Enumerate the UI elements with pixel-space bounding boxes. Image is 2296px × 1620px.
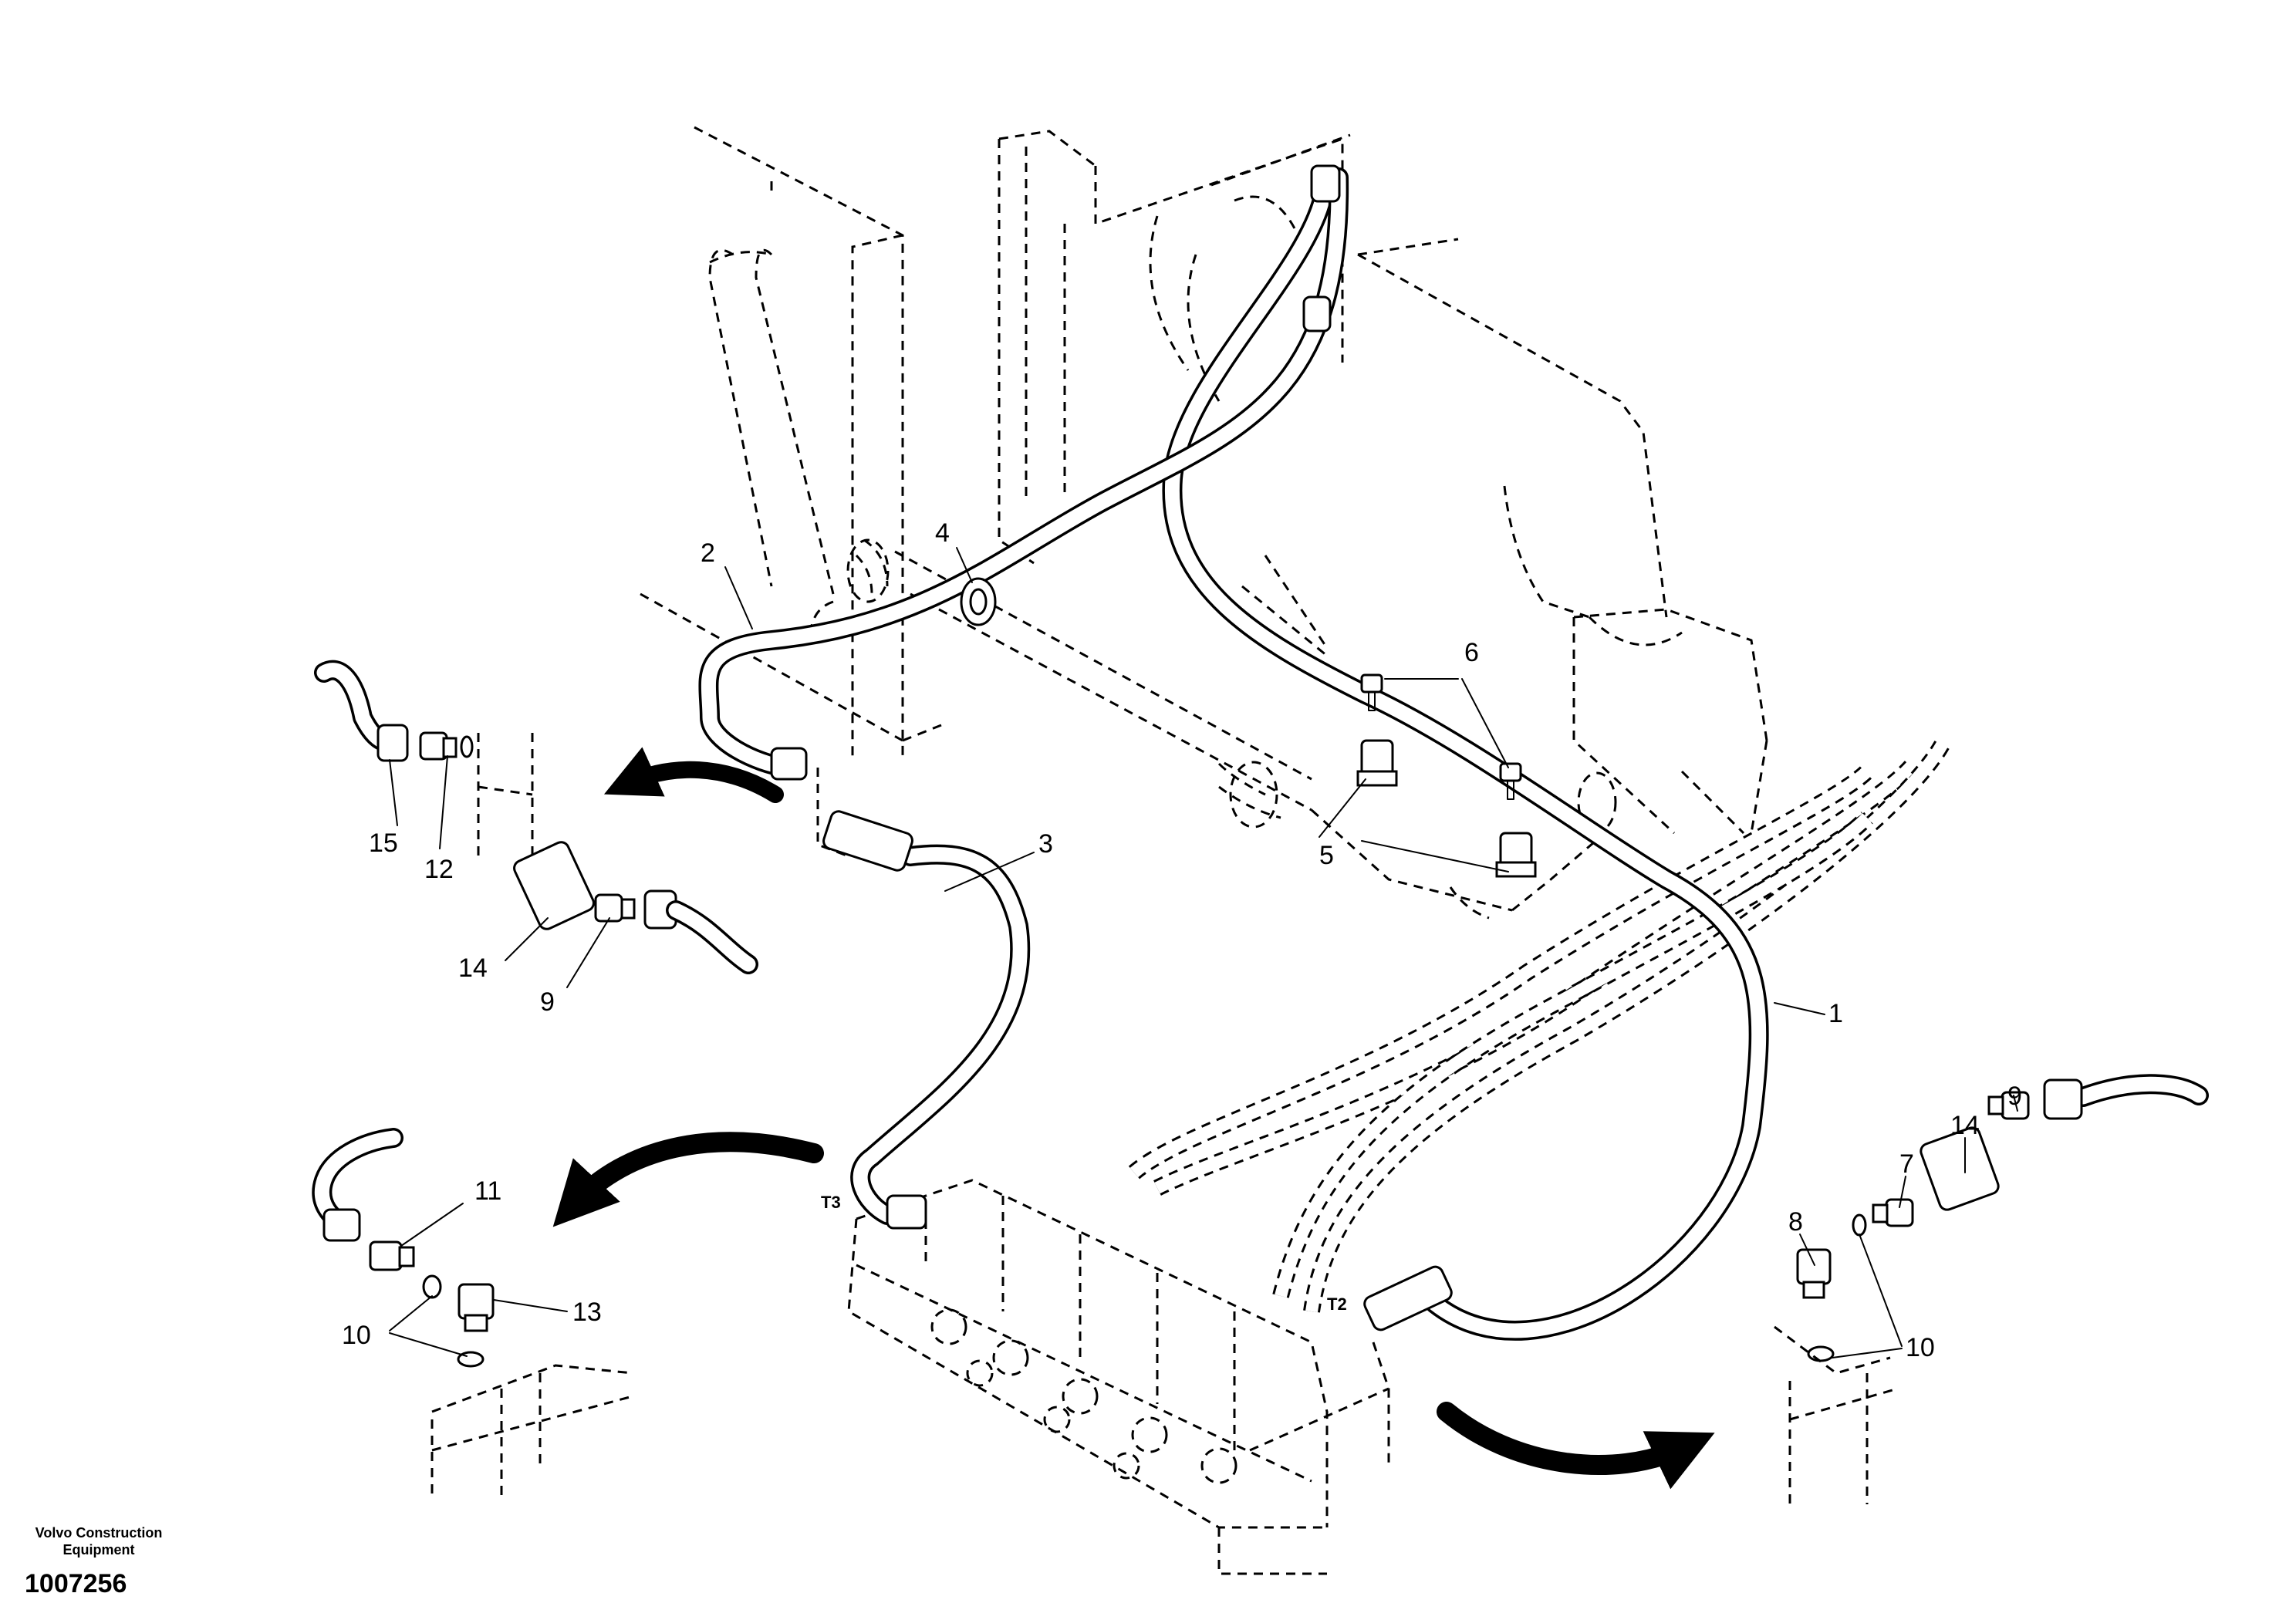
fitting-group-upper-left [314, 660, 758, 974]
callout-2: 2 [701, 538, 715, 568]
callout-4: 4 [935, 518, 950, 548]
brand-line-1: Volvo Construction [35, 1525, 163, 1541]
callout-14a: 14 [458, 953, 488, 983]
fitting-group-lower-left [312, 1128, 633, 1497]
callout-14b: 14 [1950, 1111, 1980, 1140]
callout-5: 5 [1319, 841, 1334, 870]
callout-8: 8 [1788, 1207, 1803, 1237]
hose-end-fittings [770, 164, 1453, 1331]
control-valve-block [847, 1179, 1390, 1575]
callout-10a: 10 [342, 1321, 371, 1350]
callout-7: 7 [1899, 1149, 1914, 1179]
callout-6: 6 [1464, 638, 1479, 667]
machine-frame-outline [640, 126, 1768, 920]
callout-9b: 9 [2007, 1082, 2022, 1111]
callout-13: 13 [572, 1298, 602, 1327]
port-t2: T2 [1327, 1294, 1347, 1314]
fitting-group-right [1774, 1074, 2209, 1504]
flow-arrows [552, 747, 1715, 1490]
port-t3: T3 [821, 1193, 841, 1212]
callout-1: 1 [1828, 999, 1843, 1028]
callout-11: 11 [474, 1176, 501, 1206]
brand-name: Volvo Construction Equipment [14, 1524, 184, 1558]
dashed-hose-bundle [1128, 736, 1952, 1313]
callout-labels: 1 2 3 4 5 6 7 8 9 9 10 10 11 12 13 14 14… [342, 518, 2022, 1362]
brand-line-2: Equipment [62, 1542, 135, 1558]
bolts-6 [1360, 673, 1522, 800]
clamps-5 [1356, 739, 1537, 878]
callout-15: 15 [369, 829, 398, 858]
callout-12: 12 [424, 855, 454, 884]
document-number: 1007256 [25, 1569, 127, 1598]
hose-2 [698, 167, 1349, 778]
clamp-4 [960, 577, 997, 626]
callout-9a: 9 [540, 987, 555, 1017]
callout-3: 3 [1038, 829, 1053, 859]
callout-10b: 10 [1906, 1333, 1935, 1362]
hose-3 [850, 844, 1031, 1225]
leader-lines [389, 547, 2018, 1358]
